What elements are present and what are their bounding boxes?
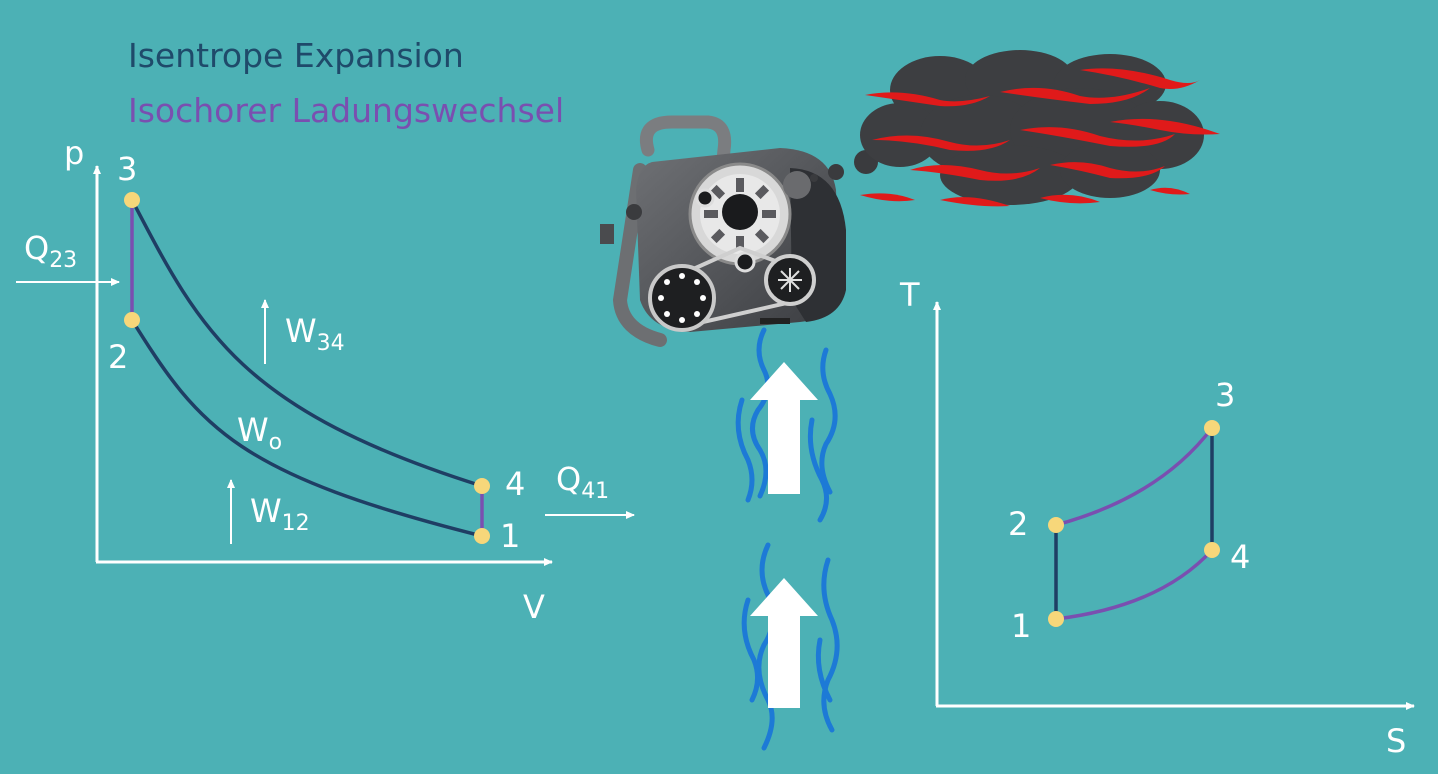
pv-point-1 [474,528,490,544]
engine-icon [600,115,846,347]
work-expansion-label: W34 [285,312,345,356]
pv-point-label-4: 4 [505,465,525,503]
ts-point-label-1: 1 [1011,607,1031,645]
heat-input-label: Q23 [24,229,77,273]
legend-isochoric-charge-change: Isochorer Ladungswechsel [128,91,565,130]
ts-isochore-2-3 [1055,426,1214,527]
ts-point-1 [1048,611,1064,627]
pv-x-axis-label: V [523,588,545,626]
pv-isentrope-compression-1-2 [130,319,483,538]
legend-isentrope-expansion: Isentrope Expansion [128,36,464,75]
heat-flames-icon [860,68,1220,207]
ts-isochore-4-1 [1055,548,1214,621]
pv-y-axis-label: p [64,134,84,172]
heat-output-label: Q41 [556,460,609,504]
exhaust-smoke-cloud-icon [783,50,1220,207]
ts-point-3 [1204,420,1220,436]
pv-diagram: p V 3 2 4 1 Q23 Q41 W34 [16,134,635,626]
pv-point-3 [124,192,140,208]
work-compression-label: W12 [250,492,310,536]
pv-point-4 [474,478,490,494]
ts-point-label-2: 2 [1008,505,1028,543]
ts-y-axis-label: T [899,276,920,314]
ts-x-axis-label: S [1386,722,1406,760]
pv-point-label-3: 3 [117,150,137,188]
ts-point-label-3: 3 [1215,376,1235,414]
ts-point-label-4: 4 [1230,538,1250,576]
ts-point-4 [1204,542,1220,558]
pv-point-label-2: 2 [108,338,128,376]
ts-diagram: T S 1 2 3 4 [899,276,1415,760]
pv-point-2 [124,312,140,328]
intake-airflow-arrow-icon [735,327,840,751]
ts-point-2 [1048,517,1064,533]
work-net-label: Wo [237,411,282,455]
pv-point-label-1: 1 [500,517,520,555]
pv-isentrope-expansion-3-4 [130,199,483,488]
